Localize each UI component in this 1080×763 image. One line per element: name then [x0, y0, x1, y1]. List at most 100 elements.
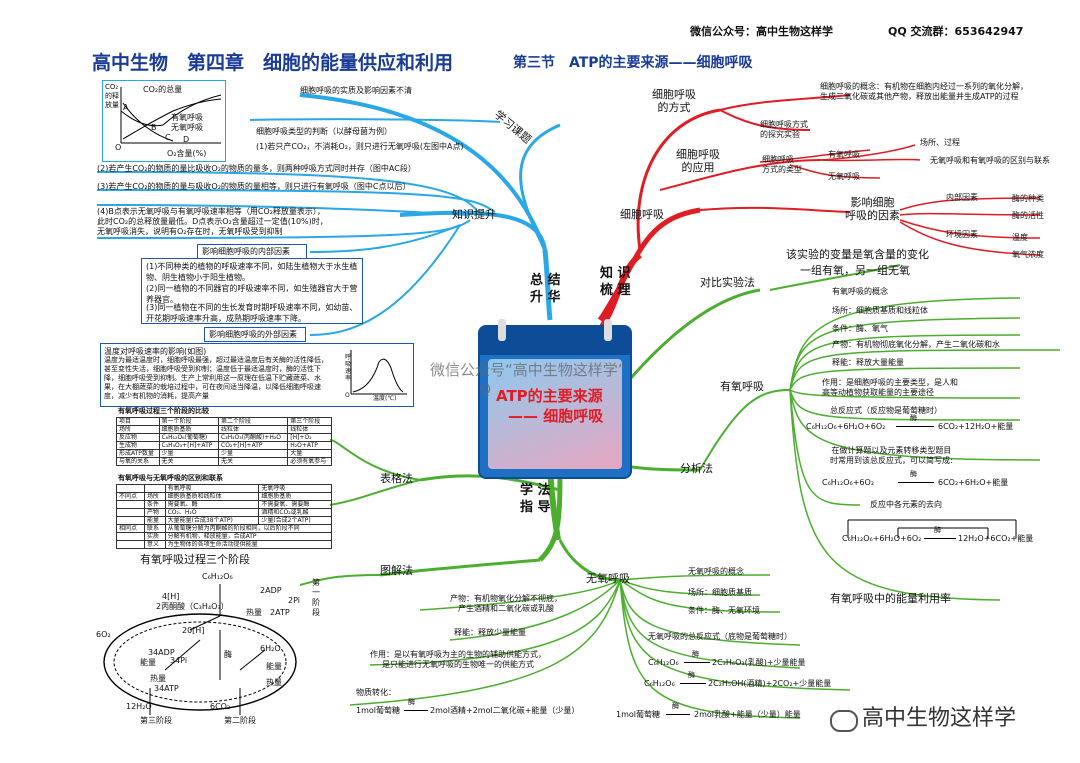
node-mei-zhonglei: 酶的种类 [1012, 194, 1044, 203]
temp-graph-o: O [345, 392, 350, 399]
wz-eq2-enzyme: 酶 [672, 702, 679, 710]
t1-r3c3: 大量 [287, 449, 332, 458]
t2-r1c3: 不需要氧、需要酶 [258, 500, 332, 509]
t2-r3c0 [116, 516, 145, 525]
q4-line1: (4)B点表示无氧呼吸与有氧呼吸速率相等（用CO₂释放量表示）， [97, 207, 325, 216]
q-type: 细胞呼吸类型的判断（以酵母菌为例） [256, 127, 392, 136]
diag-stage3: 第三阶段 [140, 716, 172, 725]
t2-r4c0: 相同点 [116, 524, 145, 533]
node-yingxiang: 影响细胞 呼吸的因素 [845, 196, 900, 222]
t1-r2c1: C₃H₄O₃+[H]+ATP [158, 441, 220, 450]
t1-r1c0: 反应物 [116, 433, 160, 442]
t1-r0c0: 场所 [116, 425, 160, 434]
node-yangqi: 氧气浓度 [1012, 250, 1044, 259]
t1-h2: 第二个阶段 [218, 417, 289, 426]
point-b: B [151, 123, 157, 132]
yy-chanwu: 产物：有机物彻底氧化分解，产生二氧化碳和水 [832, 340, 1000, 349]
temp-graph-y: 呼吸速率 [345, 354, 352, 382]
t1-r0c3: 线粒体 [287, 425, 332, 434]
wz-eq2-right: 2mol乳酸+能量（少量）能量 [694, 710, 801, 719]
external-title: 影响细胞呼吸的外部因素 [209, 330, 297, 339]
co2-y-label: CO₂的释放量 [105, 83, 119, 109]
t2-r2c3: 酒精和CO₂或乳酸 [258, 508, 332, 517]
internal-item-2: (2)同一植物的不同器官的呼吸速率不同，如生殖器官大于营养器官。 [146, 284, 358, 304]
point-d: D [183, 135, 190, 144]
t2-r5c0 [116, 532, 145, 541]
yy-elements: 反应中各元素的去向 [870, 500, 942, 509]
internal-title: 影响细胞呼吸的内部因素 [202, 247, 290, 256]
t2-r5c1: 实质 [143, 532, 166, 541]
diag-glucose: C₆H₁₂O₆ [202, 572, 233, 581]
t1-r2c2: CO₂+[H]+ATP [218, 441, 289, 450]
t2-r1c0 [116, 500, 145, 509]
branch-xibao-huxi: 细胞呼吸 [620, 208, 664, 221]
center-watermark: 微信公众号“高中生物这样学” [430, 361, 626, 379]
yy-tiaojian: 条件：酶、氧气 [832, 324, 888, 333]
table2-grid: 有氧呼吸 无氧呼吸 不同点 场所 细胞质基质和线粒体 细胞质基质 条件 需要氧、… [116, 484, 333, 549]
t1-r1c1: C₆H₁₂O₆(葡萄糖) [158, 433, 220, 442]
yy-eq2-enzyme: 酶 [910, 470, 917, 478]
node-wuyang: 无氧呼吸 [828, 172, 860, 181]
t2-r0c0: 不同点 [116, 492, 145, 501]
t2-r1c2: 需要氧、酶 [164, 500, 260, 509]
t1-r1c2: C₃H₄O₃(丙酮酸)+H₂O [218, 433, 289, 442]
yy-eq2-arrow [898, 482, 934, 483]
node-qubie: 无氧呼吸和有氧呼吸的区别与联系 [930, 156, 1050, 165]
node-tanjiu: 细胞呼吸方式 的探究实验 [760, 120, 808, 139]
yy-shineng: 释能：释放大量能量 [832, 358, 904, 367]
node-mei-huoxing: 酶的活性 [1012, 211, 1044, 220]
t1-r2c3: H₂O+ATP [287, 441, 332, 450]
wz-eq1-right: 2mol酒精+2mol二氧化碳+能量（少量） [430, 706, 580, 715]
co2-aerobic-label: 有氧呼吸 [171, 113, 203, 122]
element-arrows [847, 519, 1017, 538]
wy-shineng: 释能：释放少量能量 [454, 628, 526, 637]
t1-r4c2: 无关 [218, 457, 289, 466]
node-gainian: 细胞呼吸的概念：有机物在细胞内经过一系列的氧化分解， 生成二氧化碳或其他产物，释… [820, 82, 1028, 101]
center-title-line1: ATP的主要来源 [496, 387, 603, 405]
branch-fenxi: 分析法 [680, 462, 713, 475]
diag-h2o6: 6H₂O [260, 644, 281, 653]
internal-item-3: (3)同一植物在不同的生长发育时期呼吸速率不同，如幼苗、开花期呼吸速率升高，成熟… [146, 303, 358, 323]
t1-r2c0: 生成物 [116, 441, 160, 450]
diag-h4: 4[H] [162, 592, 180, 601]
branch-tujie: 图解法 [380, 564, 413, 577]
wz-eq2-left: 1mol葡萄糖 [616, 710, 660, 719]
yy-note: 在做计算题以及元素转移类型题目 时常用到该总反应式，可以简写成: [830, 446, 953, 465]
yy-changsuo: 场所：细胞质基质和线粒体 [832, 306, 928, 315]
diag-atp34: 34ATP [154, 684, 179, 693]
wy-eq2-left: C₆H₁₂O₆ [644, 679, 675, 688]
diag-stage1: 第一阶段 [312, 578, 320, 617]
yy-eq2-left: C₆H₁₂O₆+6O₂ [822, 478, 875, 487]
t2-r4c2: 从葡萄糖分解为丙酮酸的阶段相同，以后阶段不同 [164, 524, 333, 533]
diag-heat2: 热量 [150, 674, 166, 683]
wz-eq1-left: 1mol葡萄糖 [356, 706, 400, 715]
branch-zhishi-tisheng: 知识提升 [452, 208, 496, 221]
q4-line2: 此时CO₂的总释放量最低。D点表示O₂含量超过一定值(10%)时， [97, 217, 328, 226]
t2-r5c2: 分解有机物，释放能量，合成ATP [164, 532, 333, 541]
watermark-bottom-right: 高中生物这样学 [862, 706, 1017, 731]
wz-eq2-arrow [666, 714, 690, 715]
internal-item-1: (1)不同种类的植物的呼吸速率不同，如陆生植物大于水生植物、阴生植物小于阳生植物… [146, 262, 358, 282]
yy-eq1-left: C₆H₁₂O₆+6H₂O+6O₂ [806, 422, 886, 431]
diag-enzyme: 酶 [224, 650, 232, 659]
t2-h3: 无氧呼吸 [258, 484, 332, 493]
yy-nengliang: 有氧呼吸中的能量利用率 [830, 592, 951, 605]
t2-r2c0 [116, 508, 145, 517]
t1-h0: 项目 [116, 417, 160, 426]
node-wendu: 温度 [1012, 233, 1028, 242]
wy-eq1-right: 2C₃H₆O₃(乳酸)+少量能量 [712, 658, 806, 667]
center-card: ATP的主要来源 —— 细胞呼吸 [478, 319, 632, 479]
wechat-account: 微信公众号：高中生物这样学 [690, 25, 833, 38]
wz-eq1-arrow [404, 710, 428, 711]
wy-changsuo: 场所：细胞质基质 [688, 588, 752, 597]
t2-r6c0 [116, 540, 145, 549]
branch-zhishi: 知 识 梳 理 [600, 266, 631, 298]
temp-text: 温度为最适温度时，细胞呼吸最强，超过最适温度后有关酶的活性降低，甚至变性失活，细… [104, 356, 328, 400]
t1-r0c1: 细胞质基质 [158, 425, 220, 434]
diag-energy2: 能量 [266, 662, 282, 671]
duibi-note1: 该实验的变量是氧含量的变化 [786, 248, 929, 261]
branch-xuefa: 学 法 指 导 [520, 483, 551, 515]
t1-r4c0: 与氧的关系 [116, 457, 160, 466]
q1: (1)若只产CO₂，不消耗O₂，则只进行无氧呼吸(左图中A点) [256, 142, 464, 151]
